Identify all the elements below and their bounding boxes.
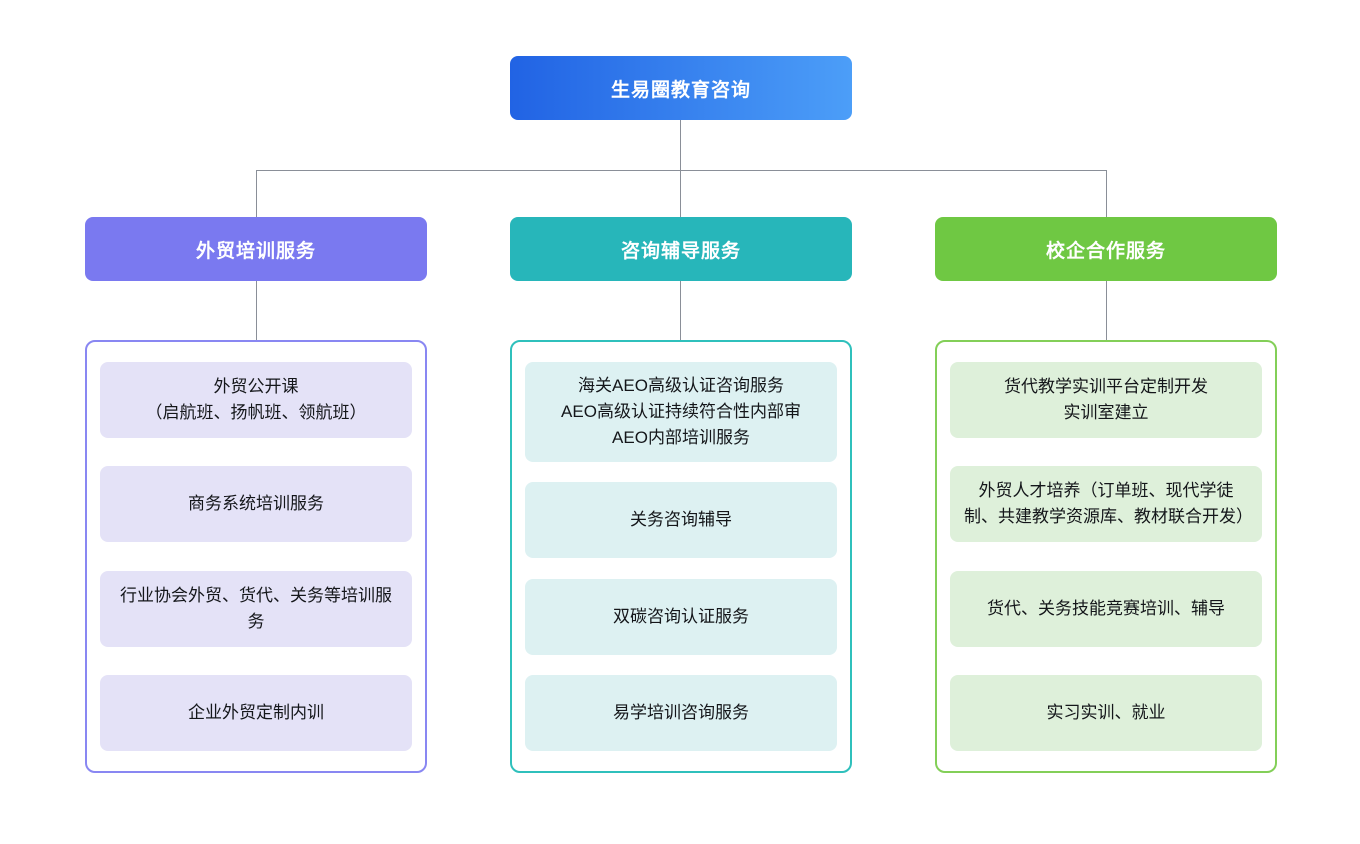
root-node[interactable]: 生易圈教育咨询 xyxy=(510,56,852,120)
branch-box-foreign-trade-training: 外贸公开课 （启航班、扬帆班、领航班） 商务系统培训服务 行业协会外贸、货代、关… xyxy=(85,340,427,773)
leaf-node[interactable]: 关务咨询辅导 xyxy=(525,482,837,559)
branch-header-foreign-trade-training[interactable]: 外贸培训服务 xyxy=(85,217,427,281)
leaf-node[interactable]: 行业协会外贸、货代、关务等培训服务 xyxy=(100,570,412,647)
leaf-node[interactable]: 货代教学实训平台定制开发 实训室建立 xyxy=(950,362,1262,438)
connector-branch1-drop xyxy=(256,170,257,217)
leaf-node[interactable]: 企业外贸定制内训 xyxy=(100,674,412,751)
connector-branch2-to-box xyxy=(680,281,681,340)
connector-branch3-drop xyxy=(1106,170,1107,217)
branch-header-label: 校企合作服务 xyxy=(1045,240,1166,262)
leaf-node[interactable]: 双碳咨询认证服务 xyxy=(525,578,837,655)
leaf-node[interactable]: 海关AEO高级认证咨询服务 AEO高级认证持续符合性内部审 AEO内部培训服务 xyxy=(525,362,837,462)
connector-horizontal-rail xyxy=(256,170,1106,171)
branch-header-label: 咨询辅导服务 xyxy=(620,240,741,262)
branch-header-school-enterprise-cooperation[interactable]: 校企合作服务 xyxy=(935,217,1277,281)
connector-branch1-to-box xyxy=(256,281,257,340)
leaf-node[interactable]: 实习实训、就业 xyxy=(950,674,1262,751)
branch-header-label: 外贸培训服务 xyxy=(195,240,316,262)
root-node-label: 生易圈教育咨询 xyxy=(610,79,751,101)
branch-header-consulting-coaching[interactable]: 咨询辅导服务 xyxy=(510,217,852,281)
leaf-node[interactable]: 货代、关务技能竞赛培训、辅导 xyxy=(950,570,1262,647)
leaf-node[interactable]: 商务系统培训服务 xyxy=(100,466,412,543)
leaf-node[interactable]: 外贸人才培养（订单班、现代学徒制、共建教学资源库、教材联合开发） xyxy=(950,466,1262,543)
connector-root-drop xyxy=(680,120,681,170)
branch-box-school-enterprise-cooperation: 货代教学实训平台定制开发 实训室建立 外贸人才培养（订单班、现代学徒制、共建教学… xyxy=(935,340,1277,773)
branch-box-consulting-coaching: 海关AEO高级认证咨询服务 AEO高级认证持续符合性内部审 AEO内部培训服务 … xyxy=(510,340,852,773)
connector-branch2-drop xyxy=(680,170,681,217)
connector-branch3-to-box xyxy=(1106,281,1107,340)
leaf-node[interactable]: 外贸公开课 （启航班、扬帆班、领航班） xyxy=(100,362,412,438)
leaf-node[interactable]: 易学培训咨询服务 xyxy=(525,674,837,751)
